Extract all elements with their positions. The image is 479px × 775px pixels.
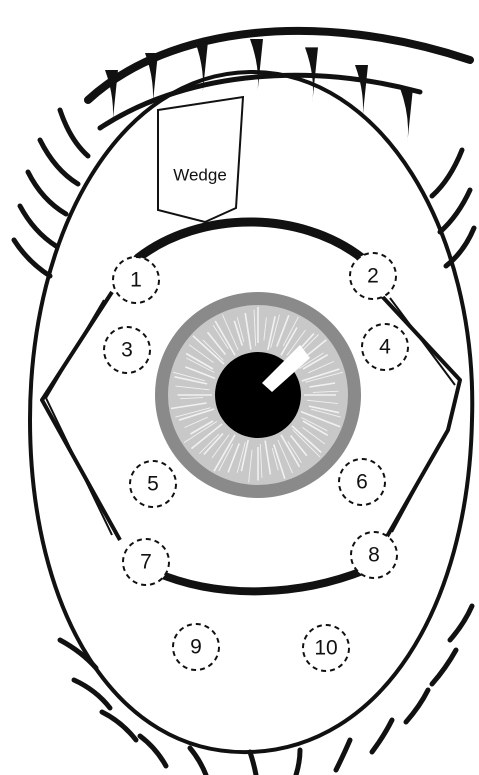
point-label: 3 xyxy=(121,339,133,362)
point-2: 2 xyxy=(350,253,396,299)
point-label: 1 xyxy=(130,269,142,292)
point-1: 1 xyxy=(113,257,159,303)
eyelash xyxy=(60,110,88,156)
point-3: 3 xyxy=(104,327,150,373)
eyelash xyxy=(28,172,66,214)
eyelash xyxy=(440,190,470,232)
eyelash xyxy=(250,752,256,775)
eyelash xyxy=(14,240,50,276)
wedge-label: Wedge xyxy=(173,166,227,185)
eyelash xyxy=(432,650,456,684)
point-10: 10 xyxy=(303,625,349,671)
point-8: 8 xyxy=(351,532,397,578)
eyelash xyxy=(140,736,166,766)
point-6: 6 xyxy=(339,459,385,505)
eyelash xyxy=(406,690,428,722)
point-9: 9 xyxy=(173,624,219,670)
point-label: 6 xyxy=(356,471,368,494)
eyelash xyxy=(446,228,474,266)
point-5: 5 xyxy=(130,461,176,507)
point-4: 4 xyxy=(362,324,408,370)
eyelash xyxy=(372,720,392,752)
point-label: 4 xyxy=(379,336,391,359)
eyelash xyxy=(450,606,472,640)
eyelash xyxy=(40,140,78,184)
lash-tooth xyxy=(400,88,413,146)
point-label: 8 xyxy=(368,544,380,567)
eyelash xyxy=(74,680,110,708)
eyelash xyxy=(336,740,350,770)
wedge-box xyxy=(158,97,243,222)
eyelash xyxy=(190,748,206,775)
point-label: 2 xyxy=(367,265,379,288)
eyelash xyxy=(296,750,300,775)
point-label: 9 xyxy=(190,636,202,659)
point-7: 7 xyxy=(123,539,169,585)
eyelash xyxy=(432,150,462,196)
point-label: 7 xyxy=(140,551,152,574)
point-label: 5 xyxy=(147,473,159,496)
point-label: 10 xyxy=(314,637,337,660)
eyelash xyxy=(102,712,136,740)
eyelash xyxy=(20,206,56,246)
